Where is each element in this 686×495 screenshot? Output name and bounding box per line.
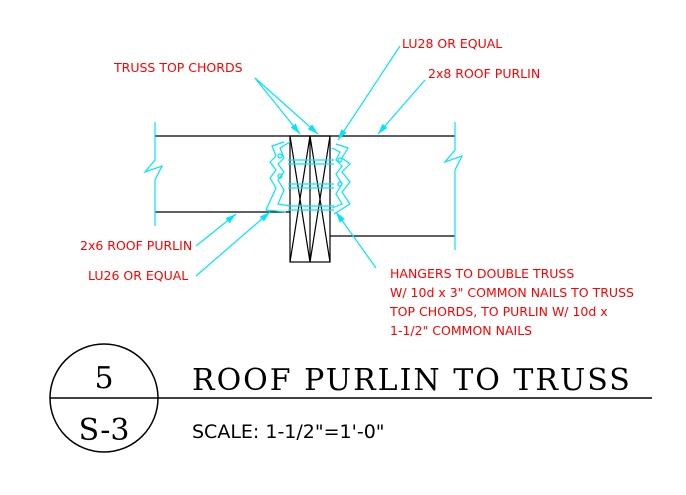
nail-lines <box>288 159 334 211</box>
label-2x8-roof-purlin: 2x8 ROOF PURLIN <box>428 66 540 81</box>
label-hangers-line-2: W/ 10d x 3" COMMON NAILS TO TRUSS <box>390 285 634 300</box>
detail-title: ROOF PURLIN TO TRUSS <box>192 363 632 398</box>
label-hangers-line-4: 1-1/2" COMMON NAILS <box>390 323 532 338</box>
label-truss-top-chords: TRUSS TOP CHORDS <box>113 60 243 75</box>
double-truss <box>289 135 331 263</box>
hanger-left <box>265 141 291 213</box>
hanger-right <box>331 143 351 215</box>
leader-truss-top-chords <box>254 77 319 135</box>
label-hangers-line-1: HANGERS TO DOUBLE TRUSS <box>390 266 574 281</box>
leader-lu26 <box>195 211 271 277</box>
detail-scale: SCALE: 1-1/2"=1'-0" <box>192 421 385 443</box>
label-lu26: LU26 OR EQUAL <box>88 268 188 283</box>
leader-2x6-purlin <box>195 213 237 247</box>
detail-number: 5 <box>94 361 113 396</box>
detail-callout <box>49 343 652 453</box>
label-hangers-line-3: TOP CHORDS, TO PURLIN W/ 10d x <box>389 304 608 319</box>
leader-hangers <box>335 211 377 269</box>
leader-lu28 <box>337 45 401 141</box>
label-2x6-roof-purlin: 2x6 ROOF PURLIN <box>80 238 192 253</box>
sheet-number: S-3 <box>79 413 130 448</box>
leader-2x8-purlin <box>377 79 426 135</box>
label-lu28: LU28 OR EQUAL <box>402 36 502 51</box>
break-line-left <box>143 122 164 226</box>
break-line-right <box>443 122 464 250</box>
